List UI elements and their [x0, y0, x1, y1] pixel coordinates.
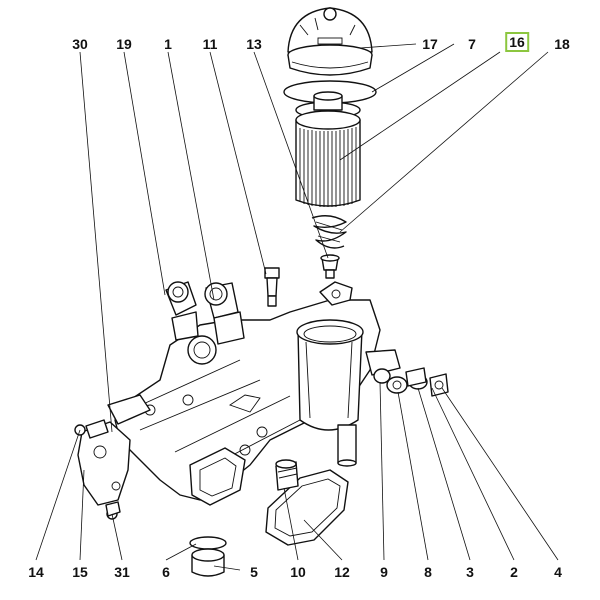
filter-spring — [311, 215, 347, 249]
center-fitting — [275, 459, 299, 491]
right-fittings — [373, 367, 449, 397]
callout-18: 18 — [554, 36, 570, 52]
filter-element — [295, 91, 361, 207]
callout-15: 15 — [72, 564, 88, 580]
filter-cap — [287, 7, 373, 76]
drain-valve — [320, 254, 340, 279]
callout-6: 6 — [162, 564, 170, 580]
oil-filter-housing — [77, 281, 401, 506]
leader-lines — [35, 43, 559, 571]
seal-ring-6 — [189, 536, 227, 550]
sleeve-5 — [191, 548, 225, 577]
callout-31: 31 — [114, 564, 130, 580]
callout-19: 19 — [116, 36, 132, 52]
callout-11: 11 — [202, 36, 218, 52]
callout-17: 17 — [422, 36, 438, 52]
housing-gasket — [265, 469, 349, 546]
callout-1: 1 — [164, 36, 172, 52]
callout-12: 12 — [334, 564, 350, 580]
callout-3: 3 — [466, 564, 474, 580]
callout-9: 9 — [380, 564, 388, 580]
callout-13: 13 — [246, 36, 262, 52]
oil-sensor — [264, 267, 280, 307]
callout-10: 10 — [290, 564, 306, 580]
callout-4: 4 — [554, 564, 562, 580]
callout-5: 5 — [250, 564, 258, 580]
callout-30: 30 — [72, 36, 88, 52]
callout-16-highlighted: 16 — [505, 32, 529, 52]
callout-7: 7 — [468, 36, 476, 52]
callout-14: 14 — [28, 564, 44, 580]
callout-8: 8 — [424, 564, 432, 580]
callout-2: 2 — [510, 564, 518, 580]
